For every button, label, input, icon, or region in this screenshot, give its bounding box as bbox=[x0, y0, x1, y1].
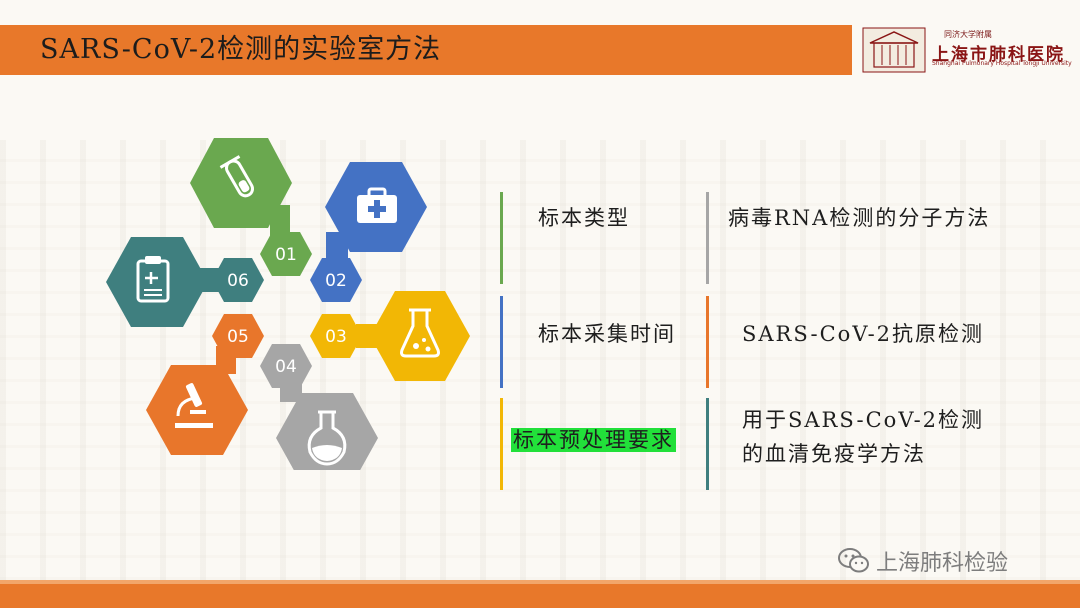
right-divider-2 bbox=[706, 296, 709, 388]
hexagon-02-number: 02 bbox=[325, 271, 347, 291]
hexagon-03-small bbox=[310, 314, 362, 358]
right-item-3-line2: 的血清免疫学方法 bbox=[742, 442, 926, 466]
hexagon-05-number: 05 bbox=[227, 327, 249, 347]
flask-icon bbox=[400, 308, 440, 358]
hexagon-01-small bbox=[260, 232, 312, 276]
left-divider-2 bbox=[500, 296, 503, 388]
left-item-3-highlight: 标本预处理要求 bbox=[511, 428, 676, 452]
hexagon-04-number: 04 bbox=[275, 357, 297, 377]
hexagon-06-small bbox=[212, 258, 264, 302]
right-divider-1 bbox=[706, 192, 709, 284]
microscope-icon bbox=[175, 383, 213, 428]
footer-bar bbox=[0, 584, 1080, 608]
hexagon-06 bbox=[106, 237, 208, 327]
round-flask-icon bbox=[307, 410, 347, 466]
page-title: SARS-CoV-2检测的实验室方法 bbox=[40, 34, 442, 65]
right-item-2: SARS-CoV-2抗原检测 bbox=[742, 322, 985, 346]
hospital-logo: 同济大学附属 上海市肺科医院 Shanghai Pulmonary Hospit… bbox=[862, 27, 1072, 73]
clipboard-icon bbox=[136, 256, 170, 303]
right-item-3-line1: 用于SARS-CoV-2检测 bbox=[742, 408, 985, 432]
left-item-1: 标本类型 bbox=[538, 206, 630, 230]
wechat-watermark: 上海肺科检验 bbox=[838, 544, 1008, 578]
hospital-building-icon bbox=[862, 27, 926, 73]
hexagon-diagram: 01 02 06 03 05 bbox=[106, 138, 470, 470]
footer-strip bbox=[0, 580, 1080, 584]
logo-top-text: 同济大学附属 bbox=[944, 30, 992, 39]
left-item-2: 标本采集时间 bbox=[538, 322, 676, 346]
left-divider-1 bbox=[500, 192, 503, 284]
hexagon-06-number: 06 bbox=[227, 271, 249, 291]
right-item-1: 病毒RNA检测的分子方法 bbox=[728, 206, 991, 230]
first-aid-kit-icon bbox=[357, 187, 397, 223]
hexagon-03 bbox=[370, 291, 470, 381]
logo-en-text: Shanghai Pulmonary Hospital Tongji Unive… bbox=[932, 60, 1072, 67]
header-bar bbox=[0, 25, 852, 75]
hexagon-01-number: 01 bbox=[275, 245, 297, 265]
watermark-text: 上海肺科检验 bbox=[876, 551, 1009, 576]
test-tube-icon bbox=[219, 155, 254, 198]
wechat-icon bbox=[838, 548, 869, 573]
hexagon-03-number: 03 bbox=[325, 327, 347, 347]
logo-main-text: 上海市肺科医院 bbox=[932, 45, 1065, 65]
background-building-image bbox=[0, 140, 1080, 580]
hexagon-04 bbox=[276, 393, 378, 470]
left-item-3: 标本预处理要求 bbox=[511, 424, 676, 454]
left-divider-3 bbox=[500, 398, 503, 490]
right-divider-3 bbox=[706, 398, 709, 490]
hexagon-02-small bbox=[310, 258, 362, 302]
